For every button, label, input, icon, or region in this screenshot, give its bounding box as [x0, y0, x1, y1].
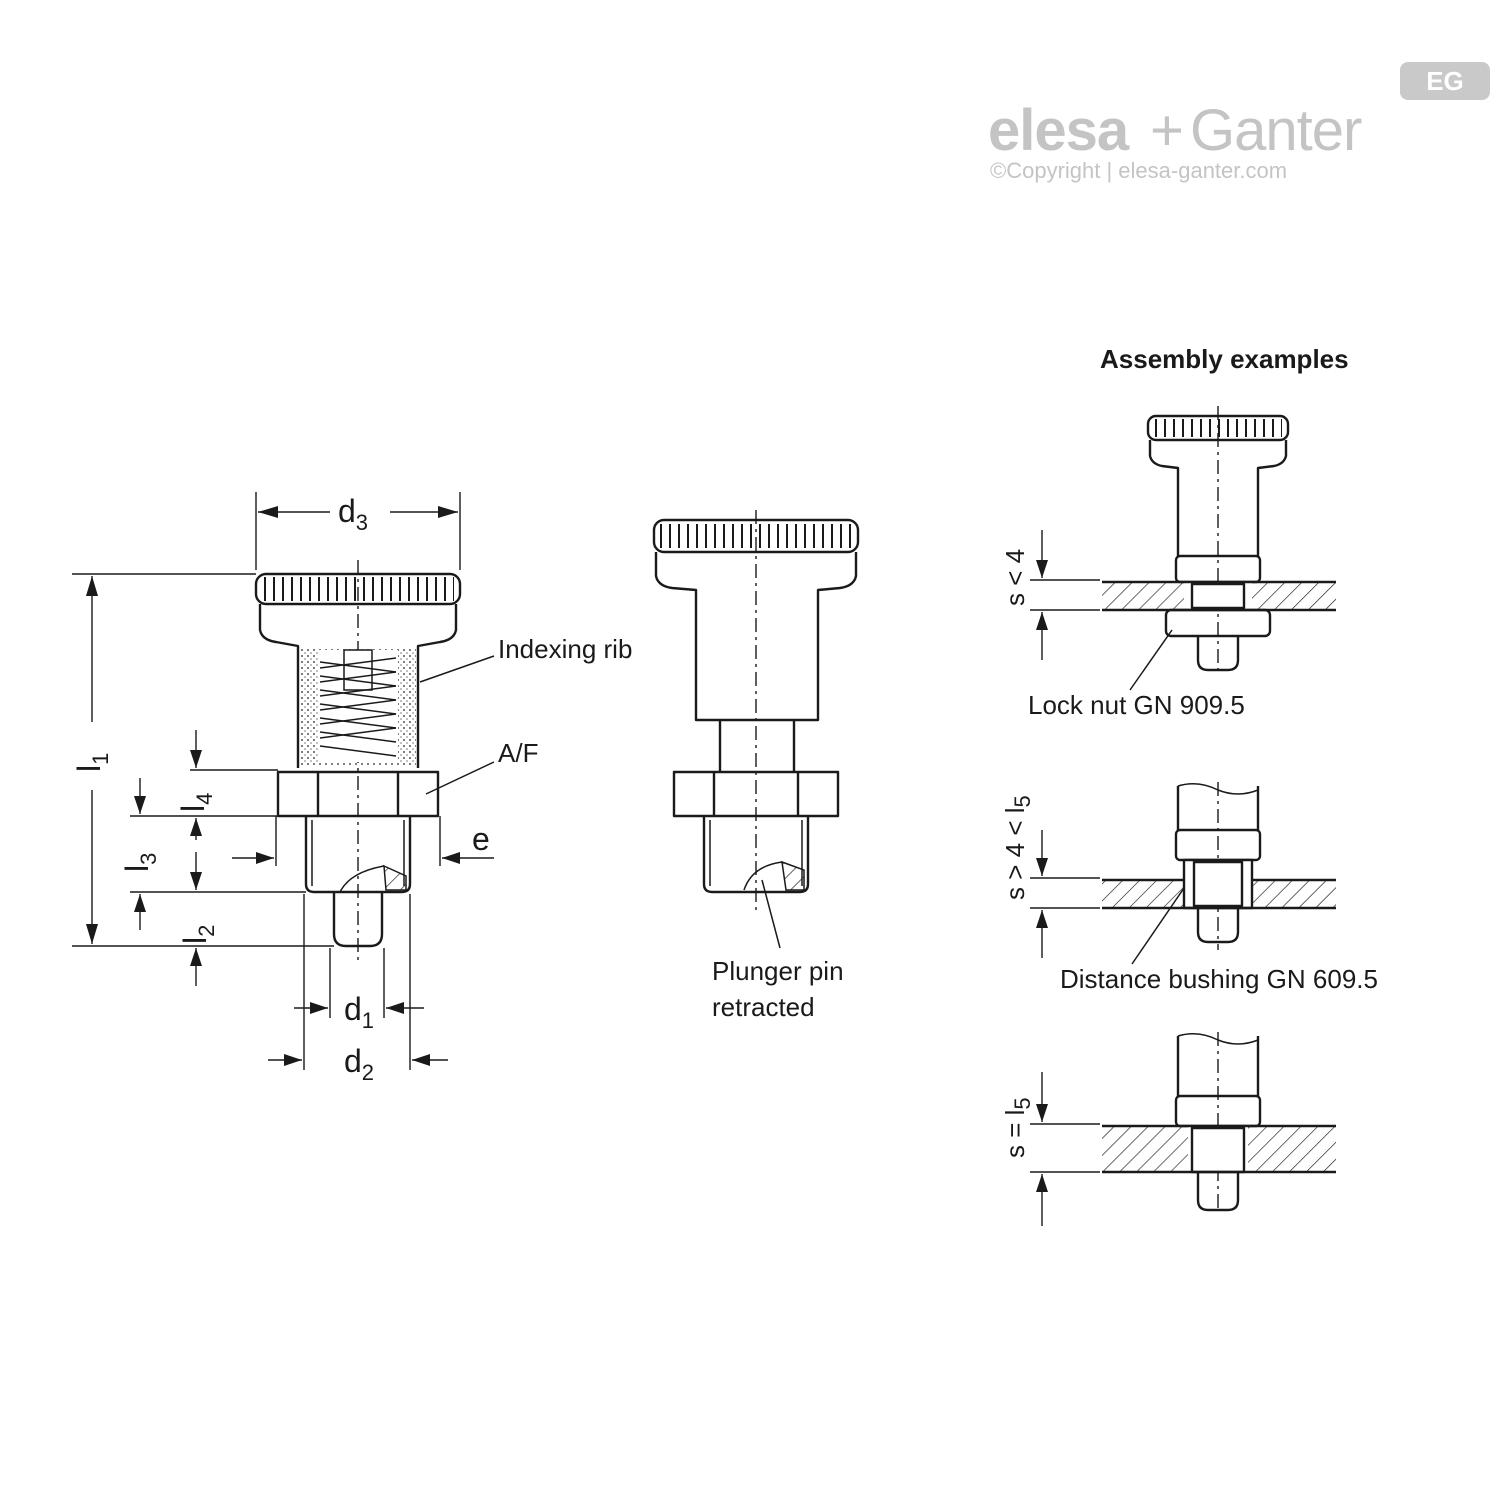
ex2-body — [1176, 786, 1260, 830]
ex3-s-label: s = l5 — [1000, 1097, 1035, 1158]
distance-bushing-leader — [1131, 887, 1185, 965]
plunger-retracted-label-line1: Plunger pin — [712, 956, 844, 986]
d3-arrows — [258, 506, 458, 518]
dim-l1: l1 — [71, 753, 113, 772]
copyright-text: ©Copyright | elesa-ganter.com — [990, 158, 1287, 183]
brand-badge — [1400, 62, 1490, 100]
ex1-plate-hole — [1184, 582, 1252, 610]
brand-name-plus: + — [1150, 98, 1183, 163]
ex3-s-arrows — [1036, 1104, 1048, 1192]
retracted-groove — [743, 861, 783, 891]
retracted-thread-hatch — [781, 860, 805, 891]
dim-d3: d3 — [338, 493, 368, 535]
ex3-pin — [1196, 1172, 1240, 1212]
main-hex-nut — [276, 770, 440, 818]
ex3-plate-hole — [1188, 1126, 1248, 1172]
l4-arrows — [190, 750, 202, 836]
ex3-thread — [1190, 1126, 1246, 1174]
main-knob-knurl — [262, 577, 454, 601]
ex1-knob-knurl — [1154, 419, 1282, 437]
l2-arrows — [190, 872, 202, 966]
lock-nut-leader — [1129, 629, 1173, 691]
dim-d1: d1 — [344, 991, 374, 1033]
brand-badge-text: EG — [1426, 66, 1464, 96]
ex1-s-arrows — [1036, 560, 1048, 630]
distance-bushing-label: Distance bushing GN 609.5 — [1060, 964, 1378, 994]
ex1-body — [1148, 440, 1288, 556]
main-plunger-pin — [332, 892, 384, 948]
brand-name-left: elesa — [988, 98, 1130, 163]
ex2-thread — [1192, 860, 1244, 908]
indexing-rib-label: Indexing rib — [498, 634, 632, 664]
plunger-retracted-label-line2: retracted — [712, 992, 815, 1022]
ex3-body — [1176, 1036, 1260, 1096]
retracted-hex-nut — [672, 770, 840, 818]
ex2-break-line — [1177, 783, 1259, 795]
main-view: d3 l1 l4 l3 l2 e — [71, 492, 632, 1085]
ex1-pin — [1196, 636, 1240, 672]
retracted-knob-body — [654, 552, 858, 722]
assembly-examples: Assembly examples s < 4 Lock nut GN 909.… — [1000, 344, 1378, 1226]
ex1-thread — [1190, 582, 1246, 610]
main-indexing-groove — [339, 865, 385, 893]
spring-coils-back — [319, 657, 397, 739]
ex1-knob-top — [1146, 414, 1290, 442]
ex1-lock-nut — [1164, 608, 1272, 638]
ex1-s-label: s < 4 — [1000, 549, 1030, 606]
dim-l4: l4 — [175, 793, 217, 812]
ex2-s-label: s > 4 < l5 — [1000, 795, 1035, 900]
assembly-example-3: s = l5 — [1000, 1032, 1336, 1226]
main-thread-hatch — [383, 864, 407, 891]
lock-nut-label: Lock nut GN 909.5 — [1028, 690, 1245, 720]
main-thread-body — [304, 816, 412, 894]
indexing-rib-leader — [419, 655, 495, 683]
ex2-plate-hole — [1184, 860, 1252, 908]
retracted-knob-knurl — [660, 524, 852, 548]
retracted-knob-top — [652, 518, 860, 554]
brand-name-right: Ganter — [1190, 98, 1362, 163]
ex3-break-line — [1177, 1033, 1259, 1045]
dim-d2: d2 — [344, 1043, 374, 1085]
assembly-title: Assembly examples — [1100, 344, 1349, 374]
main-knob-top — [254, 572, 462, 606]
retracted-view: Plunger pin retracted — [652, 510, 860, 1022]
retracted-thread-body — [702, 816, 810, 894]
main-plunger-top — [343, 649, 373, 691]
assembly-example-1: s < 4 Lock nut GN 909.5 — [1000, 406, 1336, 720]
assembly-example-2: s > 4 < l5 Distance bushing GN 609.5 — [1000, 782, 1378, 994]
dim-e: e — [472, 821, 490, 857]
spring-coils — [319, 661, 397, 757]
ex2-s-arrows — [1036, 858, 1048, 928]
af-leader — [425, 761, 495, 795]
main-knob-body — [258, 604, 458, 768]
af-label: A/F — [498, 738, 538, 768]
brand-logo: elesa + Ganter EG ©Copyright | elesa-gan… — [988, 62, 1490, 183]
dim-l2: l2 — [177, 925, 219, 944]
retracted-leader — [761, 879, 781, 949]
dim-l3: l3 — [119, 853, 161, 872]
retracted-plunger-exposed — [718, 720, 796, 772]
ex2-distance-bushing — [1182, 858, 1254, 910]
ex2-pin — [1196, 908, 1240, 944]
